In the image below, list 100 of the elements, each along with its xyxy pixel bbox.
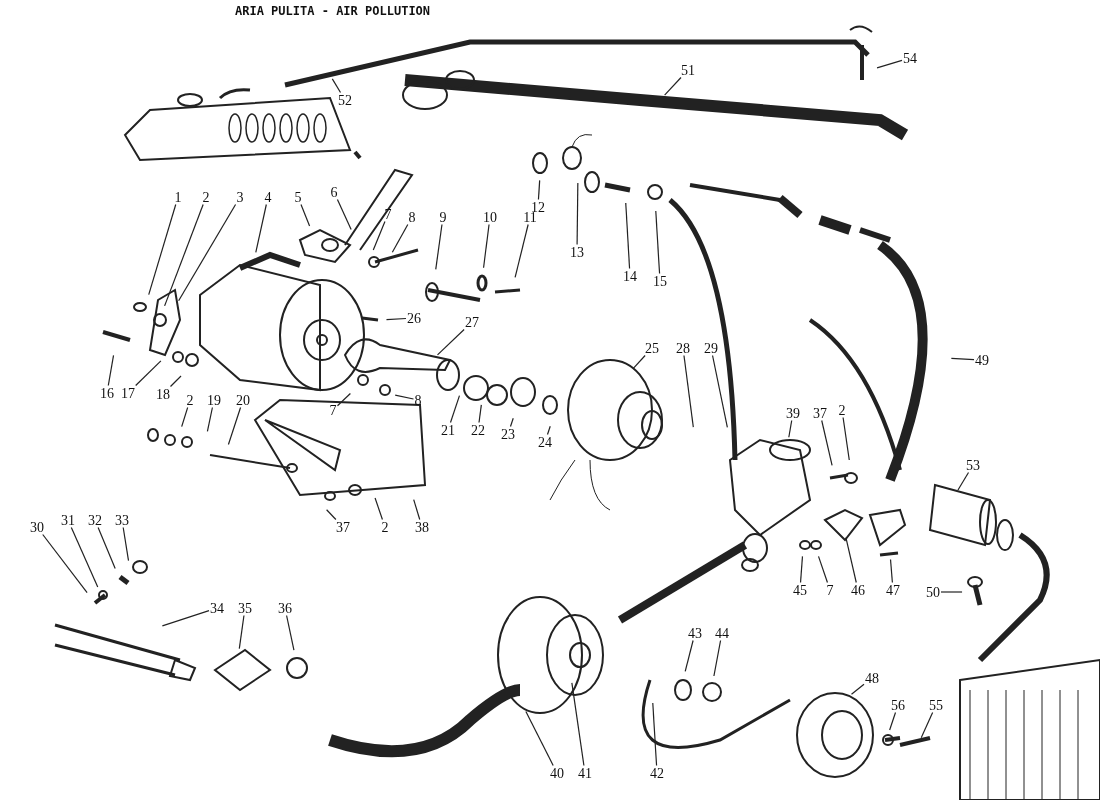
callout-number: 51 [680,62,696,78]
callout-number: 26 [406,310,422,326]
callout-number: 34 [209,600,225,616]
leader-line [482,223,490,269]
callout-number: 13 [569,244,585,260]
callout-number: 8 [413,392,423,408]
leader-line [576,182,579,246]
callout-number: 54 [902,50,918,66]
leader-line [625,202,631,270]
callout-number: 56 [890,697,906,713]
callout-number: 1 [173,189,183,205]
callout-number: 8 [407,209,417,225]
callout-number: 52 [337,92,353,108]
callout-number: 46 [850,582,866,598]
leader-line [238,614,245,650]
callout-number: 7 [328,402,338,418]
leader-line [711,354,728,428]
leader-line [206,406,213,432]
callout-number: 42 [649,765,665,781]
leader-line [107,354,115,387]
callout-number: 43 [687,625,703,641]
callout-number: 44 [714,625,730,641]
leader-line [331,78,342,94]
callout-number: 5 [293,189,303,205]
leader-line [957,471,970,491]
leader-line [950,357,975,361]
callout-number: 55 [928,697,944,713]
leader-line [148,203,177,296]
callout-number: 24 [537,434,553,450]
callout-number: 7 [825,582,835,598]
leader-line [391,223,409,253]
leader-line [385,317,407,321]
callout-number: 38 [414,519,430,535]
callout-number: 6 [329,184,339,200]
leader-line [537,179,541,201]
leader-line [449,395,461,424]
callout-number: 4 [263,189,273,205]
callout-number: 9 [438,209,448,225]
leader-line [478,404,482,424]
leader-line [169,375,182,388]
callout-number: 15 [652,273,668,289]
leader-line [799,555,804,584]
leader-line [713,639,722,677]
leader-line [178,203,237,302]
leader-line [255,203,267,253]
leader-line [920,711,934,739]
callout-number: 16 [99,385,115,401]
leader-line [889,558,893,584]
callout-number: 49 [974,352,990,368]
callout-number: 35 [237,600,253,616]
leader-line [70,526,99,588]
leader-line [664,76,682,96]
callout-number: 47 [885,582,901,598]
callout-number: 25 [644,340,660,356]
callout-number: 10 [482,209,498,225]
leader-line [436,328,465,356]
callout-number: 17 [120,385,136,401]
callout-number: 50 [925,584,941,600]
leader-line [286,614,295,651]
leader-line [509,417,514,428]
leader-line [122,526,130,562]
leader-line [336,198,352,231]
callout-number: 14 [622,268,638,284]
callout-number: 29 [703,340,719,356]
leader-line [135,360,162,387]
callout-number: 18 [155,386,171,402]
callout-number: 2 [185,392,195,408]
callout-number: 27 [464,314,480,330]
callout-number: 2 [837,402,847,418]
callout-number: 32 [87,512,103,528]
callout-number: 20 [235,392,251,408]
callout-number: 7 [383,206,393,222]
leader-line [889,711,897,731]
leader-line [571,682,585,767]
leader-line [97,526,116,570]
callout-number: 2 [380,519,390,535]
leader-line [300,203,311,227]
leader-line [372,220,386,251]
callout-number: 41 [577,765,593,781]
leader-line [546,425,551,436]
leader-line [632,354,646,369]
leader-line [435,223,443,270]
callout-number: 22 [470,422,486,438]
leader-line [336,392,351,407]
leader-line [817,555,829,584]
callout-number: 31 [60,512,76,528]
leader-line [42,533,88,594]
leader-line [655,210,661,275]
callout-number: 23 [500,426,516,442]
callout-number: 37 [335,519,351,535]
leader-line [652,702,658,767]
leader-line [326,509,337,521]
leader-line [181,406,189,428]
leader-line [413,499,421,521]
leader-line [161,610,210,627]
leader-line [394,394,415,400]
leader-line [821,419,833,466]
leader-line [940,591,963,593]
leader-line [164,203,204,307]
callout-number: 19 [206,392,222,408]
